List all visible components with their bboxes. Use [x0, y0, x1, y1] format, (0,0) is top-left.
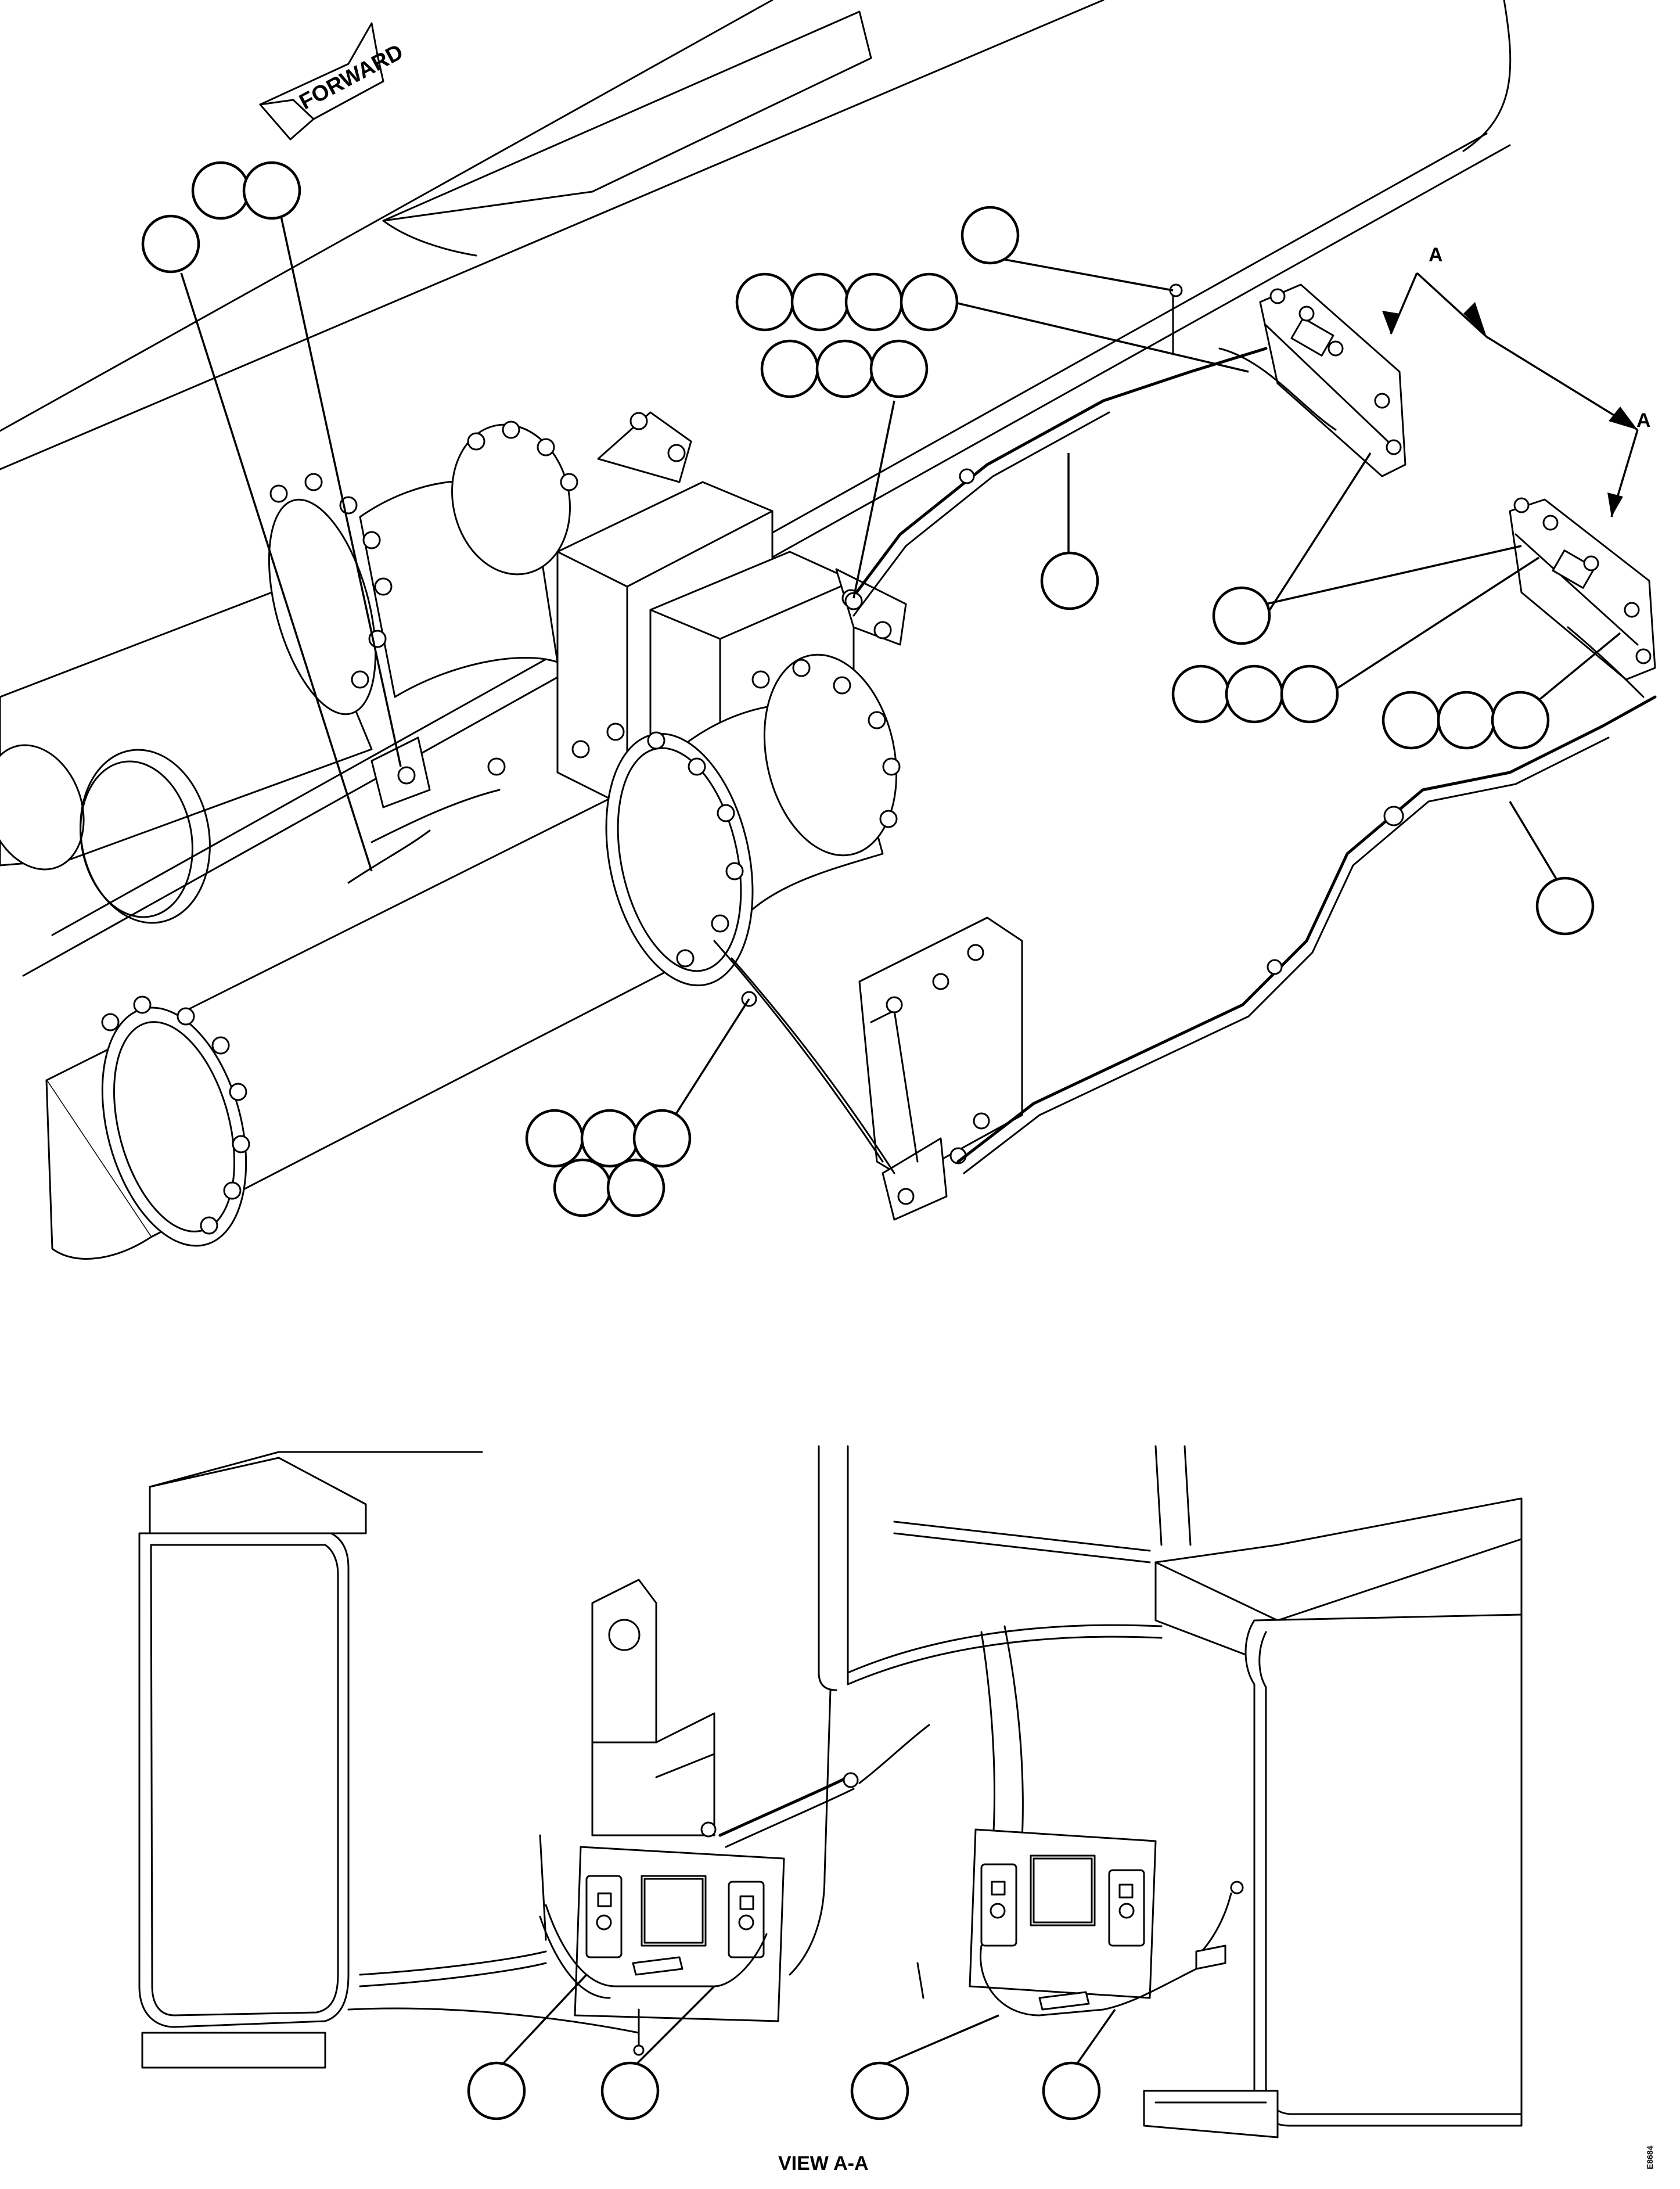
valve-panel-right: [969, 1828, 1244, 2017]
callout-bubbles-lower: [467, 2061, 1101, 2120]
forward-label: FORWARD: [296, 39, 407, 114]
center-bracket-plate: [591, 1579, 715, 1836]
drawing-number: E8684: [1645, 2145, 1654, 2169]
valve-panel-left: [359, 1821, 785, 2022]
section-arrows: A A: [1382, 244, 1651, 517]
brake-hose-routing: [347, 283, 1657, 1174]
view-caption: VIEW A-A: [778, 2152, 869, 2174]
flange-bolts: [101, 420, 901, 1235]
frame-section-right: [1143, 1445, 1523, 2138]
frame-section-left: [138, 1451, 640, 2069]
hose-routing-lower: [633, 1724, 930, 2056]
front-axle-tube: [45, 653, 898, 1260]
callout-bubbles-upper: [141, 161, 1595, 1217]
valve-assembly-lower: [1509, 497, 1656, 698]
mounting-bracket-lower: [858, 916, 1023, 1221]
section-marker-a-2: A: [1636, 409, 1651, 432]
callout-leaders-lower: [498, 1974, 1116, 2069]
valve-assembly-upper: [1218, 283, 1406, 477]
mounting-bracket-rear: [370, 736, 506, 808]
callout-leaders-upper: [180, 200, 1621, 1127]
section-marker-a-1: A: [1429, 244, 1443, 266]
forward-arrow: FORWARD: [259, 22, 407, 141]
